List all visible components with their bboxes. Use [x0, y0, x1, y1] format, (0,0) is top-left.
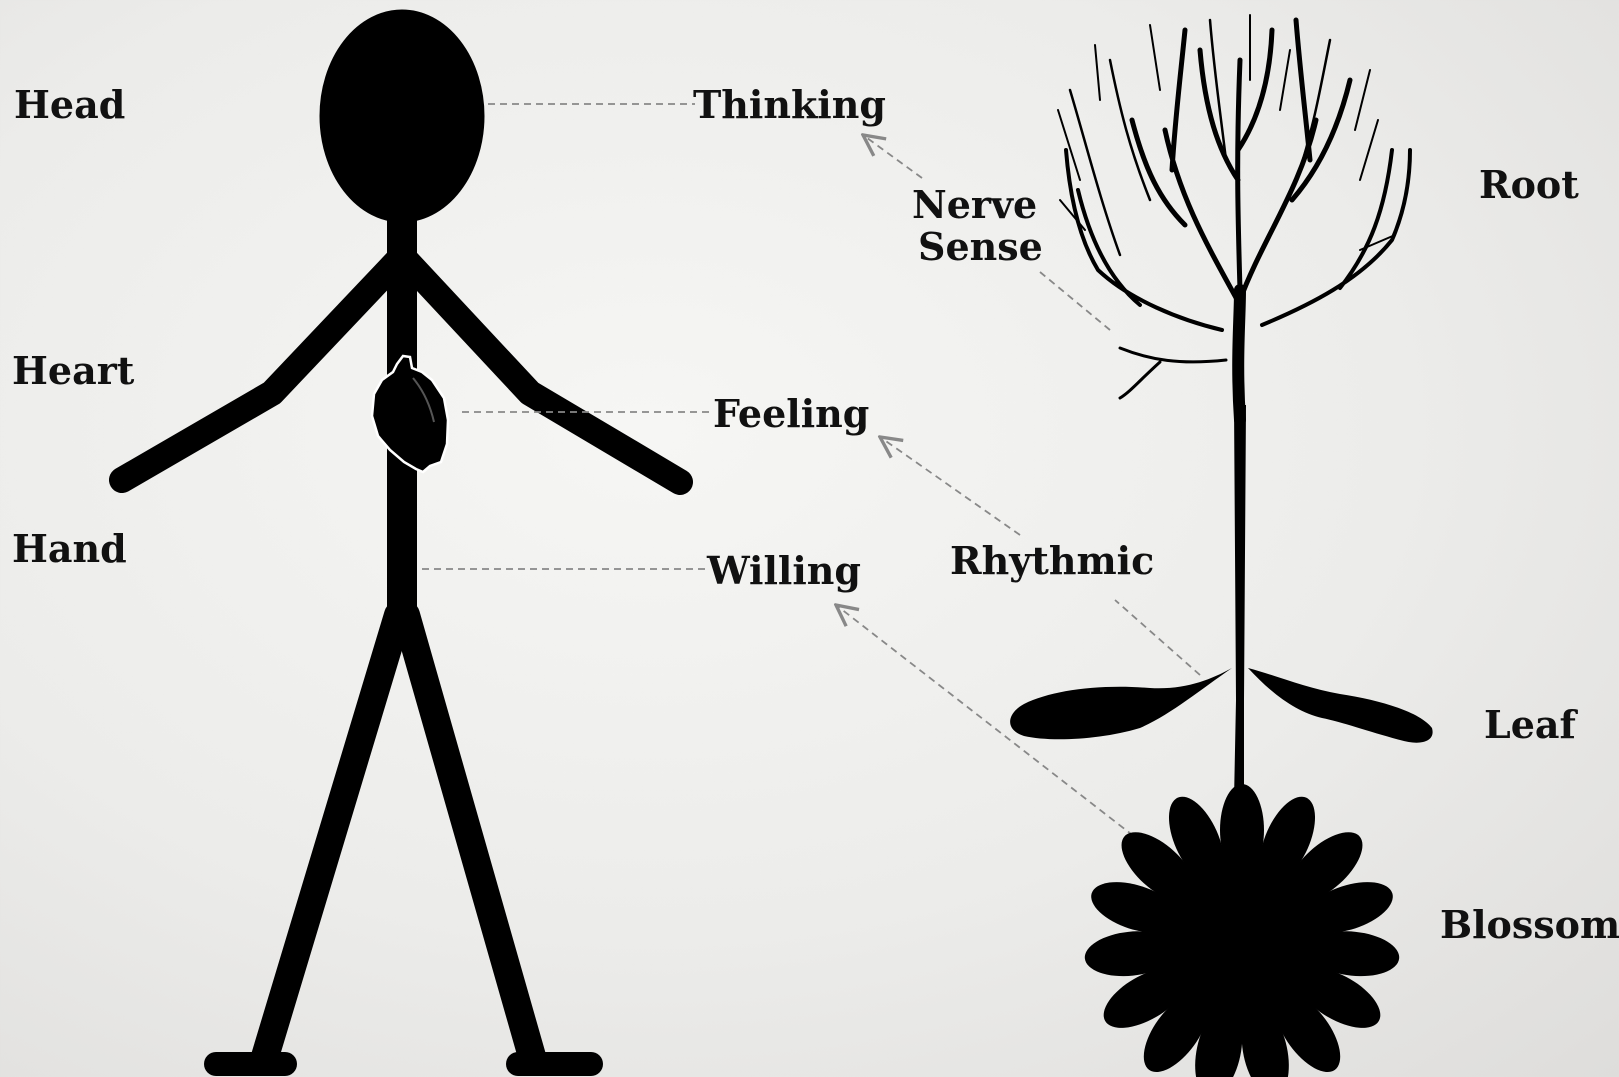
- label-sense: Sense: [918, 228, 1043, 266]
- label-root: Root: [1479, 166, 1579, 204]
- plant-blossom: [1083, 784, 1402, 1077]
- leaf-right: [1248, 668, 1433, 743]
- figure-left-leg: [264, 615, 398, 1060]
- arrow-rhythmic-to-feeling: [880, 437, 1020, 535]
- figure-left-arm: [122, 258, 400, 480]
- plant-leaves: [1010, 668, 1432, 743]
- figure-head: [320, 10, 484, 222]
- leaf-left: [1010, 668, 1232, 739]
- figure-right-leg: [406, 615, 533, 1060]
- plant-stem: [1234, 405, 1246, 800]
- label-thinking: Thinking: [693, 86, 886, 124]
- label-blossom: Blossom: [1440, 906, 1619, 944]
- label-leaf: Leaf: [1484, 706, 1576, 744]
- label-heart: Heart: [12, 352, 134, 390]
- arrow-nerve-to-thinking: [863, 135, 922, 178]
- label-willing: Willing: [707, 552, 861, 590]
- arrow-leaf-to-rhythmic: [1115, 600, 1200, 675]
- arrow-root-to-nervesense: [1040, 272, 1110, 330]
- label-rhythmic: Rhythmic: [950, 542, 1154, 580]
- stick-figure: [122, 10, 680, 1064]
- label-nerve: Nerve: [912, 186, 1037, 224]
- plant-roots: [1058, 15, 1410, 420]
- label-hand: Hand: [12, 530, 127, 568]
- label-feeling: Feeling: [713, 395, 869, 433]
- label-head: Head: [14, 86, 125, 124]
- heart-icon: [372, 356, 448, 472]
